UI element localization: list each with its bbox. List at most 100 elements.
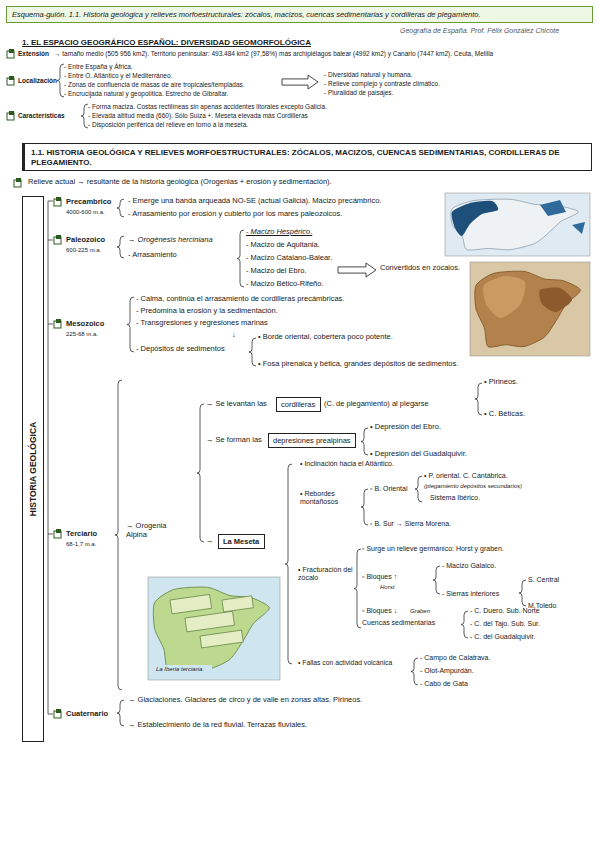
outline-text: - Macizo Hespérico. [246, 228, 312, 237]
bullet-icon-tab [56, 709, 61, 713]
bullet-icon-tab [56, 197, 61, 201]
brace [237, 230, 244, 287]
node-text: cordilleras [281, 400, 315, 409]
bullet-icon-tab [9, 111, 14, 115]
brace [433, 566, 440, 594]
outline-text: - Transgresiones y regresiones marinas [136, 319, 268, 328]
map-frame [470, 262, 590, 356]
boxed-term: cordilleras [276, 397, 321, 412]
outline-text: Mesozoico [66, 320, 104, 329]
paleozoic-map [470, 262, 590, 356]
outline-text: - Macizo Bético-Rifeño. [246, 280, 324, 289]
outline-text: Paleozoico [66, 236, 105, 245]
tertiary-map [148, 577, 280, 680]
outline-text: - Macizo Catalano-Balear. [246, 254, 332, 263]
outline-text: ▫ Surge un relieve germánico: Horst y gr… [362, 545, 504, 553]
outline-text: - Diversidad natural y humana. [324, 71, 413, 78]
outline-text: - Arrasamiento por erosión y cubierto po… [128, 210, 342, 219]
precambrian-map [445, 193, 590, 256]
precambrian-islet [540, 200, 585, 234]
outline-text: • Rebordes montañosos [300, 490, 358, 506]
outline-text: Relieve actual → resultante de la histor… [28, 178, 332, 187]
section-heading-box: 1.1. HISTORIA GEOLÓGICA Y RELIEVES MORFO… [22, 143, 592, 171]
outline-text: - Arrasamiento [128, 251, 177, 260]
outline-text: - Zonas de confluencia de masas de aire … [64, 81, 245, 88]
page-title-band: Esquema-guión. 1.1. Historia geológica y… [6, 6, 593, 23]
map-land [475, 271, 581, 347]
fault-block [200, 630, 243, 648]
outline-text: - Calma, continúa el arrasamiento de cor… [136, 295, 344, 304]
outline-text: - Depósitos de sedimentos [136, 345, 225, 354]
outline-text: ▫ Bloques ↓ [362, 607, 397, 615]
outline-text: ▫ Bloques ↑ [362, 573, 397, 581]
outline-text: → Orogenia Alpina [126, 522, 180, 539]
era-spine [48, 201, 53, 714]
outline-text: 225-68 m.a. [66, 331, 98, 338]
outline-text: - Macizo Galaico. [442, 562, 496, 570]
vertical-band: HISTORIA GEOLÓGICA [22, 196, 44, 742]
fault-block [170, 594, 212, 613]
outline-text: • Fallas con actividad volcánica [298, 659, 392, 667]
precambrian-massif [452, 201, 499, 236]
outline-text: - Macizo de Aquitania. [246, 241, 320, 250]
outline-text: Geografía de España. Prof. Félix Gonzále… [400, 27, 559, 35]
brace [81, 104, 88, 128]
brace [361, 428, 368, 455]
outline-text: • Fracturación del zócalo [298, 566, 354, 582]
bullet-icon-tab [9, 76, 14, 80]
outline-text: Convertidos en zócalos. [380, 264, 460, 273]
brace [361, 489, 368, 525]
outline-text: → Establecimiento de la red fluvial. Ter… [128, 721, 307, 730]
brace [354, 549, 361, 628]
outline-text: - Relieve complejo y contraste climático… [324, 80, 440, 87]
outline-text: Terciario [66, 530, 97, 539]
page-title: Esquema-guión. 1.1. Historia geológica y… [12, 10, 481, 19]
outline-text: Extensión [18, 50, 49, 57]
outline-text: - Emerge una banda arqueada NO-SE (actua… [128, 197, 381, 206]
bullet-icon-tab [56, 319, 61, 323]
brace [415, 476, 422, 502]
outline-text: 4000-600 m.a. [66, 209, 105, 216]
outline-text: Precambrico [66, 198, 111, 207]
outline-text: • Depresión del Guadalquivir. [370, 450, 467, 459]
outline-text: ▫ B. Oriental [370, 485, 408, 493]
boxed-term: depresiones prealpinas [268, 433, 356, 448]
map-frame [148, 577, 280, 680]
brace [57, 64, 64, 97]
outline-text: - Sierras interiores [442, 590, 499, 598]
outline-text: - Disposición periférica del relieve en … [88, 121, 248, 128]
outline-text: - Campo de Calatrava. [420, 654, 490, 662]
brace [461, 611, 468, 638]
outline-text: 68-1,7 m.a. [66, 541, 96, 548]
hollow-arrow [282, 75, 318, 89]
outline-text: - C. del Tajo. Sub. Sur. [470, 620, 540, 628]
map-frame [445, 193, 590, 256]
brace [249, 338, 256, 366]
outline-text: Localización [18, 77, 57, 84]
outline-text: • Pirineos. [484, 378, 518, 387]
outline-text: - C. del Guadalquivir. [470, 633, 535, 641]
bullet-icon-tab [16, 178, 21, 182]
outline-text: 1. EL ESPACIO GEOGRÁFICO ESPAÑOL: DIVERS… [22, 38, 311, 47]
caption-ground [152, 665, 212, 675]
outline-text: ↓ [232, 331, 236, 340]
outline-text: • C. Béticas. [484, 410, 525, 419]
outline-text: Horst [380, 584, 394, 591]
bullet-icon-tab [56, 529, 61, 533]
outline-text: - C. Duero. Sub. Norte [470, 607, 540, 615]
bullet-icon-tab [9, 49, 14, 53]
outline-text: - Cabo de Gata [420, 680, 468, 688]
outline-text: - Elevada altitud media (660). Sólo Suiz… [88, 112, 308, 119]
outline-text: → tamaño medio (505 956 km2). Territorio… [54, 50, 493, 57]
outline-text: - Olot-Ampurdán. [420, 667, 474, 675]
outline-text: ▫ B. Sur → Sierra Morena. [370, 520, 451, 528]
outline-text: Cuencas sedimentarias [362, 619, 435, 627]
outline-text: → [206, 537, 214, 546]
fault-block [222, 596, 253, 612]
brace [115, 380, 122, 690]
brace [127, 297, 134, 352]
brace [411, 658, 418, 685]
brace [475, 383, 482, 415]
outline-text: La Iberia terciaria. [156, 666, 204, 673]
